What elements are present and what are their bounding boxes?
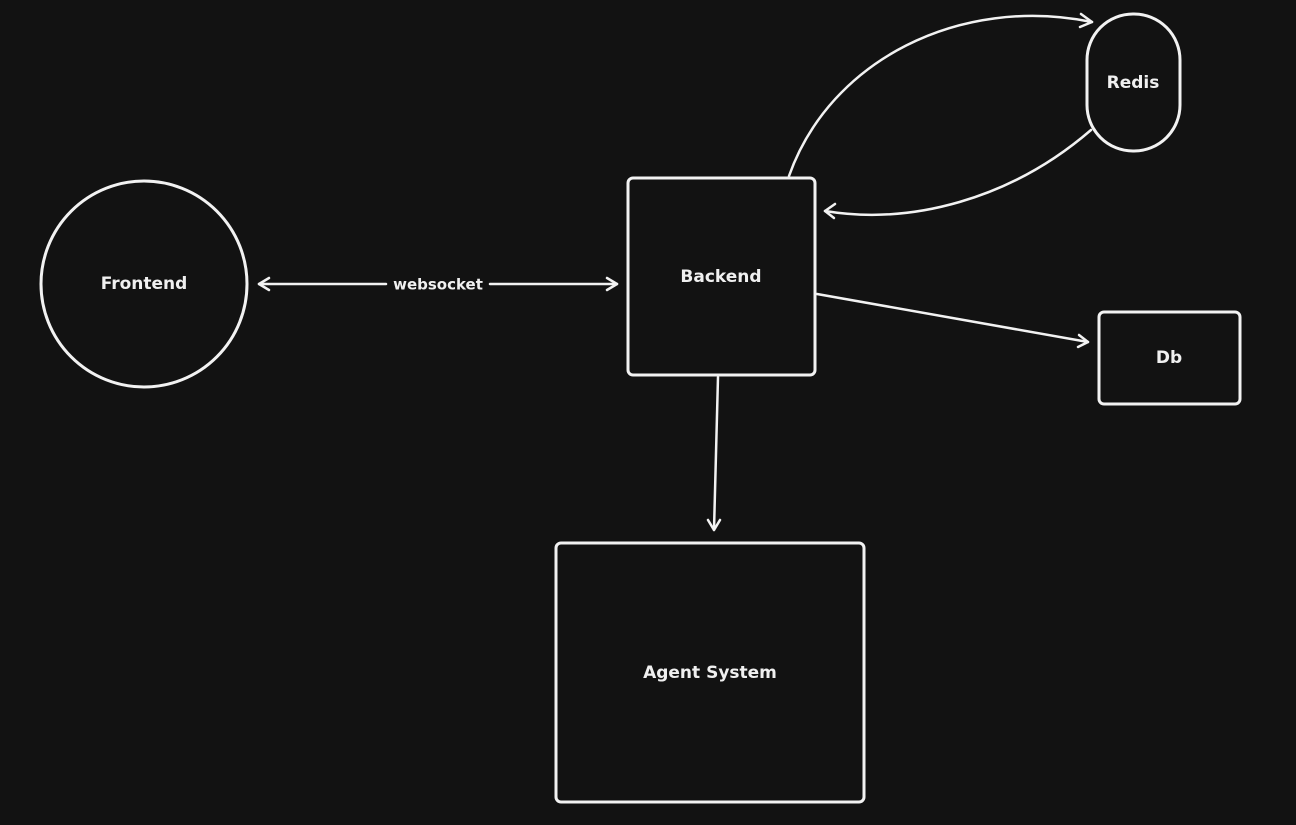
node-agent-system-label: Agent System (643, 663, 777, 683)
node-db[interactable]: Db (1097, 310, 1242, 406)
arrowhead-icon (605, 276, 619, 292)
node-frontend[interactable]: Frontend (39, 179, 249, 389)
node-agent-system[interactable]: Agent System (554, 541, 866, 804)
edge-backend-agent[interactable] (706, 375, 722, 532)
edge-frontend-backend[interactable]: websocket (257, 276, 619, 294)
node-backend-label: Backend (680, 267, 761, 287)
arrowhead-icon (823, 202, 837, 220)
arrowhead-icon (1076, 333, 1090, 349)
arrowhead-icon (257, 276, 271, 292)
node-redis-label: Redis (1107, 73, 1160, 93)
edge-redis-backend[interactable] (823, 128, 1093, 220)
node-frontend-label: Frontend (101, 274, 188, 294)
edge-backend-db[interactable] (815, 292, 1090, 349)
edge-websocket-label: websocket (393, 276, 483, 294)
edge-backend-redis[interactable] (787, 12, 1094, 178)
node-backend[interactable]: Backend (626, 176, 817, 377)
node-db-label: Db (1156, 348, 1182, 368)
arrowhead-icon (1078, 12, 1094, 29)
arrowhead-icon (706, 518, 722, 532)
node-redis[interactable]: Redis (1085, 12, 1182, 153)
